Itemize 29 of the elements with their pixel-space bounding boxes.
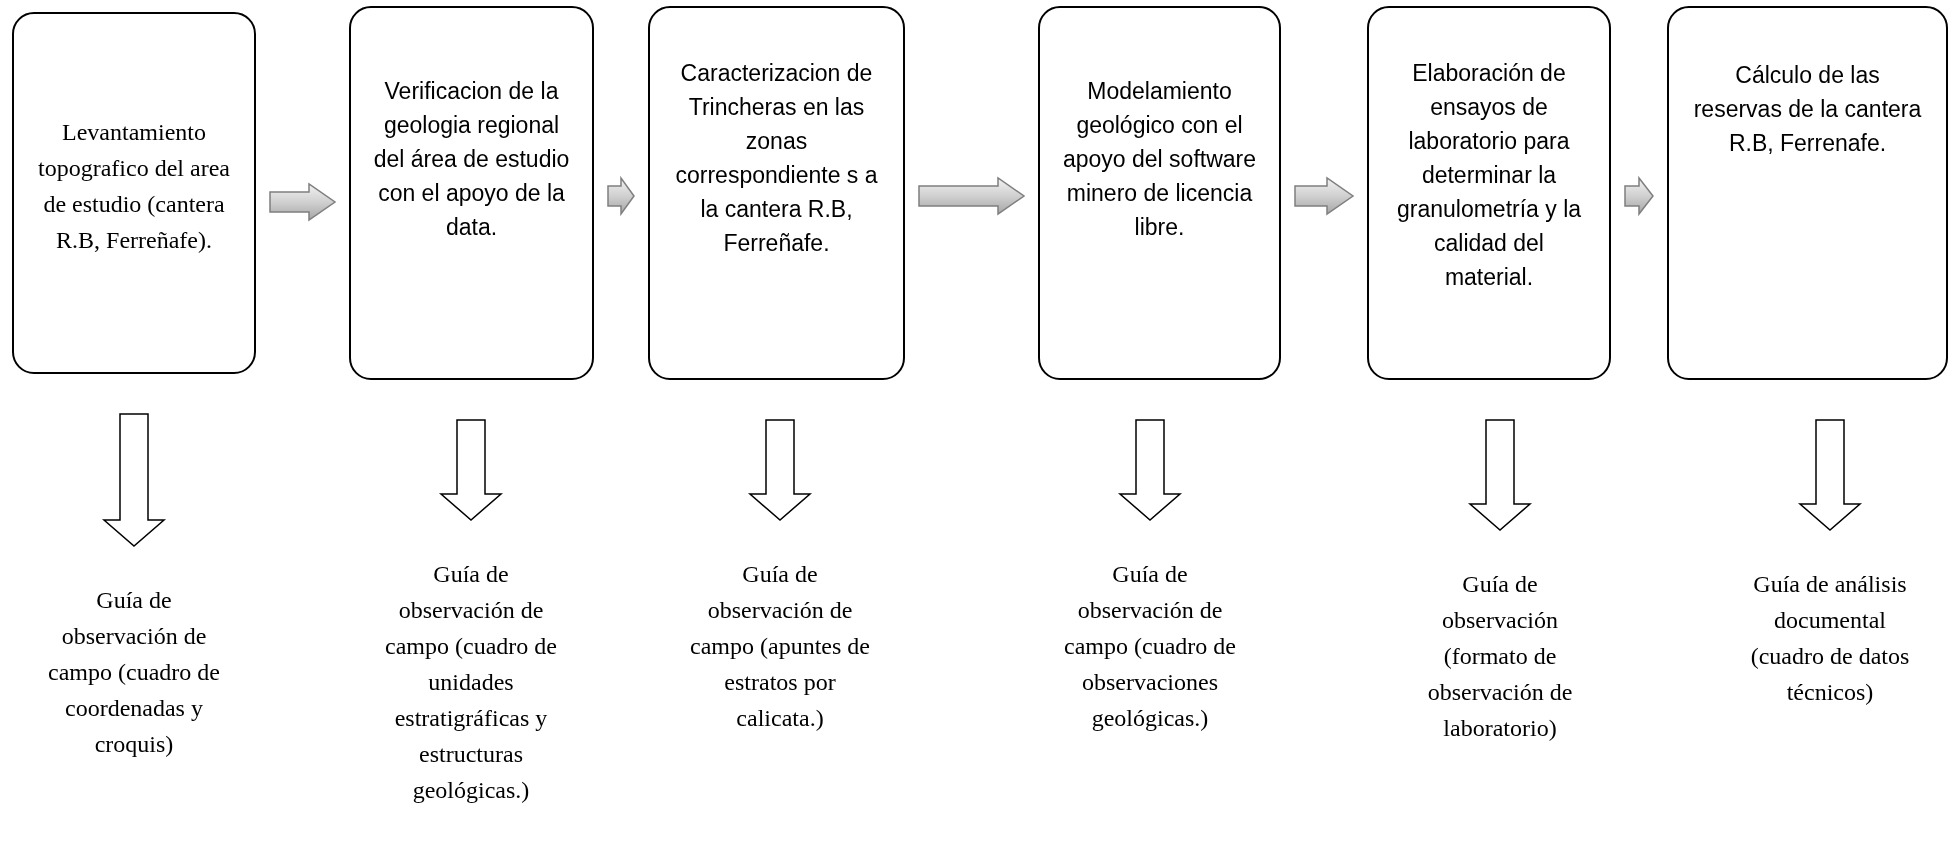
instrument-text: Guía de observación de campo (apuntes de estratos por calicata.) [690,560,870,733]
process-box [349,6,594,380]
down-arrow [102,413,166,547]
step-text: Caracterizacion de Trincheras en las zonas correspondiente s a la cantera R.B, Ferreñafe. [674,59,879,258]
instrument-text: Guía de observación de campo (cuadro de coordenadas y croquis) [47,586,221,759]
down-arrow [1118,419,1182,521]
down-arrow [748,419,812,521]
instrument-text: Guía de observación (formato de observación de laboratorio) [1426,570,1574,743]
down-arrow [1798,419,1862,531]
process-box [1038,6,1281,380]
instrument-text: Guía de observación de campo (cuadro de observaciones geológicas.) [1063,560,1237,733]
step-text: Modelamiento geológico con el apoyo del software minero de licencia libre. [1062,77,1257,242]
instrument-text: Guía de análisis documental (cuadro de datos técnicos) [1749,570,1911,707]
block-arrow [1624,175,1654,217]
block-arrow [1294,176,1355,216]
process-box [1667,6,1948,380]
instrument-text: Guía de observación de campo (cuadro de unidades estratigráficas y estructuras geológicas.) [384,560,558,805]
process-box [1367,6,1611,380]
block-arrow [607,175,635,217]
process-box [648,6,905,380]
step-text: Levantamiento topografico del area de estudio (cantera R.B, Ferreñafe). [37,118,231,255]
step-text: Verificacion de la geologia regional del área de estudio con el apoyo de la data. [373,77,570,242]
down-arrow [1468,419,1532,531]
block-arrow [269,182,337,222]
step-text: Cálculo de las reservas de la cantera R.B, Ferrenafe. [1692,61,1923,158]
process-box [12,12,256,374]
block-arrow [918,176,1026,216]
step-text: Elaboración de ensayos de laboratorio para determinar la granulometría y la calidad del material. [1395,59,1583,292]
down-arrow [439,419,503,521]
